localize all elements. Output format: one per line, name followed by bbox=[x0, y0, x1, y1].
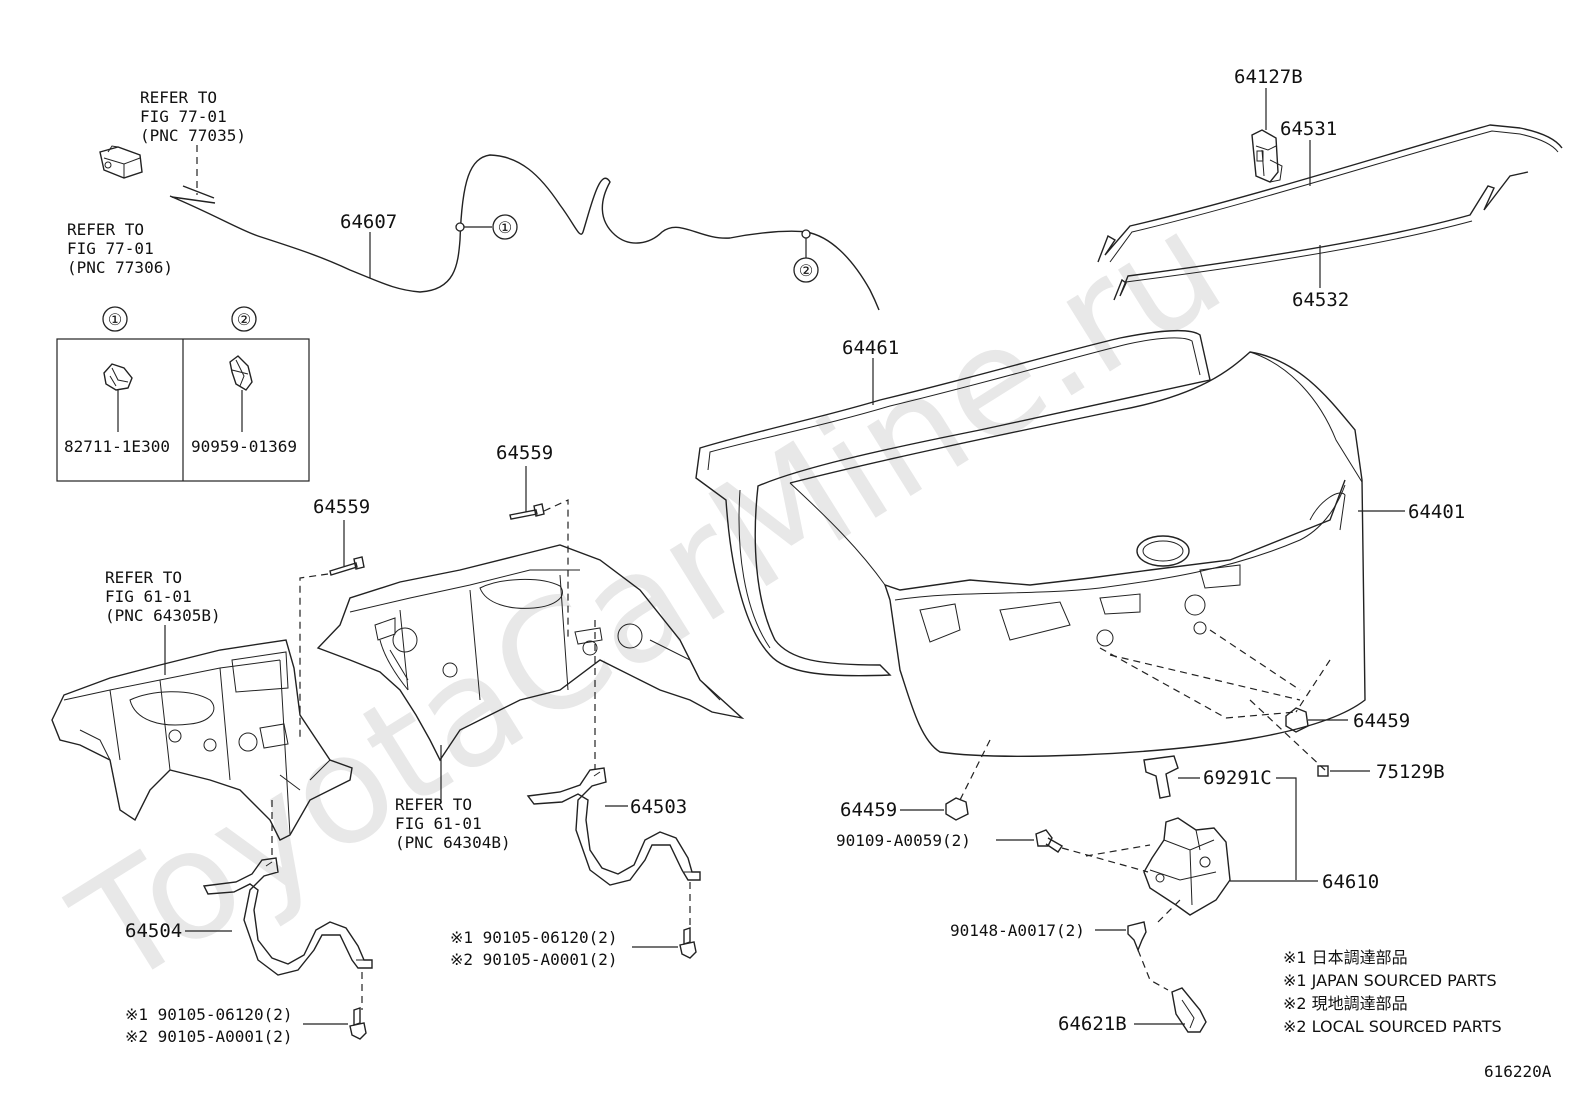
part-label-75129b[interactable]: 75129B bbox=[1376, 761, 1445, 783]
svg-text:※2 90105-A0001(2): ※2 90105-A0001(2) bbox=[450, 950, 618, 969]
hinge-64504[interactable] bbox=[202, 857, 373, 976]
svg-text:REFER TO: REFER TO bbox=[105, 568, 182, 587]
svg-text:※2 90105-A0001(2): ※2 90105-A0001(2) bbox=[125, 1027, 293, 1046]
part-label-64607[interactable]: 64607 bbox=[340, 211, 397, 233]
part-label-64401[interactable]: 64401 bbox=[1408, 501, 1465, 523]
figure-id: 616220A bbox=[1484, 1062, 1552, 1081]
svg-text:※1 JAPAN SOURCED PARTS: ※1 JAPAN SOURCED PARTS bbox=[1283, 971, 1497, 990]
bolt-hinge-64504[interactable] bbox=[349, 1007, 367, 1040]
weatherstrip-64461[interactable] bbox=[695, 330, 1211, 677]
part-label-64531[interactable]: 64531 bbox=[1280, 118, 1337, 140]
cable-marker-2-label: ② bbox=[799, 261, 813, 280]
handle-69291c[interactable] bbox=[1143, 755, 1179, 799]
svg-text:(PNC 77306): (PNC 77306) bbox=[67, 258, 173, 277]
svg-text:(PNC 64305B): (PNC 64305B) bbox=[105, 606, 221, 625]
bolt-64559-center[interactable] bbox=[509, 503, 545, 520]
inset-marker-2: ② bbox=[231, 306, 257, 332]
inset-marker-1: ① bbox=[102, 306, 128, 332]
part-label-90959[interactable]: 90959-01369 bbox=[191, 437, 297, 456]
cable-marker-1: ① bbox=[455, 214, 518, 240]
part-label-90148[interactable]: 90148-A0017(2) bbox=[950, 921, 1085, 940]
rod-64531[interactable] bbox=[1097, 124, 1563, 263]
svg-text:FIG 77-01: FIG 77-01 bbox=[67, 239, 154, 258]
screw-90148[interactable] bbox=[1127, 921, 1147, 952]
trunk-lid-64401[interactable] bbox=[789, 351, 1366, 757]
part-label-64532[interactable]: 64532 bbox=[1292, 289, 1349, 311]
part-label-90109[interactable]: 90109-A0059(2) bbox=[836, 831, 971, 850]
part-label-64461[interactable]: 64461 bbox=[842, 337, 899, 359]
bolt-90109[interactable] bbox=[1035, 829, 1063, 853]
svg-text:※2 現地調達部品: ※2 現地調達部品 bbox=[1283, 994, 1408, 1013]
bolt-hinge-64503[interactable] bbox=[679, 927, 697, 959]
bolt-notes-left: ※1 90105-06120(2) ※2 90105-A0001(2) bbox=[125, 1005, 293, 1046]
hinge-64503[interactable] bbox=[526, 767, 701, 886]
bracket-69291c-64610 bbox=[1276, 777, 1297, 880]
bolt-notes-right: ※1 90105-06120(2) ※2 90105-A0001(2) bbox=[450, 928, 618, 969]
grommet-64459-right[interactable] bbox=[1285, 707, 1309, 733]
part-label-64610[interactable]: 64610 bbox=[1322, 871, 1379, 893]
clip-90959[interactable] bbox=[229, 355, 253, 391]
plug-75129b[interactable] bbox=[1317, 765, 1329, 777]
svg-text:REFER TO: REFER TO bbox=[140, 88, 217, 107]
part-label-64459-left[interactable]: 64459 bbox=[840, 799, 897, 821]
sensor-connector[interactable] bbox=[99, 145, 143, 179]
part-label-64504[interactable]: 64504 bbox=[125, 920, 182, 942]
lock-64610[interactable] bbox=[1143, 817, 1231, 916]
clip-82711[interactable] bbox=[103, 363, 133, 391]
svg-text:(PNC 64304B): (PNC 64304B) bbox=[395, 833, 511, 852]
sourcing-legend: ※1 日本調達部品 ※1 JAPAN SOURCED PARTS ※2 現地調達… bbox=[1283, 948, 1502, 1036]
refer-note-64304b: REFER TO FIG 61-01 (PNC 64304B) bbox=[395, 795, 511, 852]
part-label-69291c[interactable]: 69291C bbox=[1203, 767, 1272, 789]
svg-text:REFER TO: REFER TO bbox=[67, 220, 144, 239]
panel-64304b[interactable] bbox=[316, 544, 745, 762]
refer-note-64305b: REFER TO FIG 61-01 (PNC 64305B) bbox=[105, 568, 221, 625]
svg-text:FIG 61-01: FIG 61-01 bbox=[395, 814, 482, 833]
svg-text:※2 LOCAL SOURCED PARTS: ※2 LOCAL SOURCED PARTS bbox=[1283, 1017, 1502, 1036]
part-label-82711[interactable]: 82711-1E300 bbox=[64, 437, 170, 456]
bolt-64559-left[interactable] bbox=[329, 556, 365, 576]
refer-note-77306: REFER TO FIG 77-01 (PNC 77306) bbox=[67, 220, 173, 277]
svg-text:※1 90105-06120(2): ※1 90105-06120(2) bbox=[450, 928, 618, 947]
refer-note-77035: REFER TO FIG 77-01 (PNC 77035) bbox=[140, 88, 246, 145]
svg-text:②: ② bbox=[237, 310, 251, 329]
clamp-64127b[interactable] bbox=[1251, 129, 1283, 183]
svg-text:REFER TO: REFER TO bbox=[395, 795, 472, 814]
svg-text:FIG 61-01: FIG 61-01 bbox=[105, 587, 192, 606]
svg-text:※1 90105-06120(2): ※1 90105-06120(2) bbox=[125, 1005, 293, 1024]
cable-marker-1-label: ① bbox=[498, 218, 512, 237]
grommet-64459-left[interactable] bbox=[945, 797, 969, 821]
svg-text:①: ① bbox=[108, 310, 122, 329]
cable-marker-2: ② bbox=[793, 229, 819, 283]
part-label-64503[interactable]: 64503 bbox=[630, 796, 687, 818]
panel-64305b[interactable] bbox=[51, 639, 353, 841]
part-label-64127b[interactable]: 64127B bbox=[1234, 66, 1303, 88]
striker-64621b[interactable] bbox=[1171, 987, 1207, 1033]
cable-64607[interactable] bbox=[169, 154, 880, 311]
part-label-64459-right[interactable]: 64459 bbox=[1353, 710, 1410, 732]
part-label-64559-left[interactable]: 64559 bbox=[313, 496, 370, 518]
svg-text:(PNC 77035): (PNC 77035) bbox=[140, 126, 246, 145]
svg-text:※1 日本調達部品: ※1 日本調達部品 bbox=[1283, 948, 1408, 967]
part-label-64621b[interactable]: 64621B bbox=[1058, 1013, 1127, 1035]
part-label-64559-center[interactable]: 64559 bbox=[496, 442, 553, 464]
svg-text:FIG 77-01: FIG 77-01 bbox=[140, 107, 227, 126]
inset-box: ① ② 82711-1E300 90959-01369 bbox=[56, 306, 310, 482]
